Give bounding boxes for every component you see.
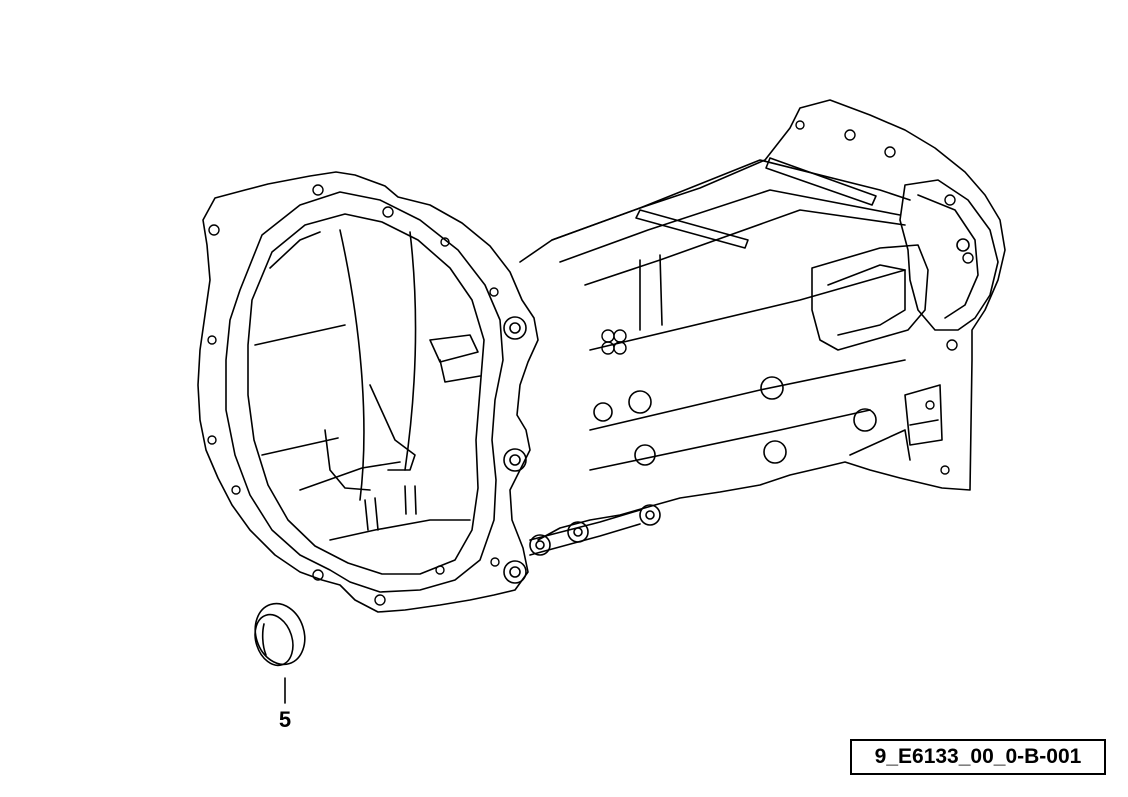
callout-number-5: 5 xyxy=(278,707,292,732)
side-cover xyxy=(811,244,929,351)
cover-plug-part-5 xyxy=(254,602,306,667)
bell-housing-opening xyxy=(225,191,504,593)
brand-emblem xyxy=(601,329,627,355)
bell-housing-flange xyxy=(197,171,539,613)
drawing-id-label: 9_E6133_00_0-B-001 xyxy=(850,739,1106,775)
rear-flange xyxy=(899,179,999,331)
bell-housing-inner-rim xyxy=(247,213,485,575)
drawing-id-text: 9_E6133_00_0-B-001 xyxy=(874,745,1082,768)
transmission-housing xyxy=(197,99,1006,613)
main-case-body xyxy=(519,99,1006,541)
boss-fittings xyxy=(503,238,970,584)
bolt-holes xyxy=(207,120,974,606)
